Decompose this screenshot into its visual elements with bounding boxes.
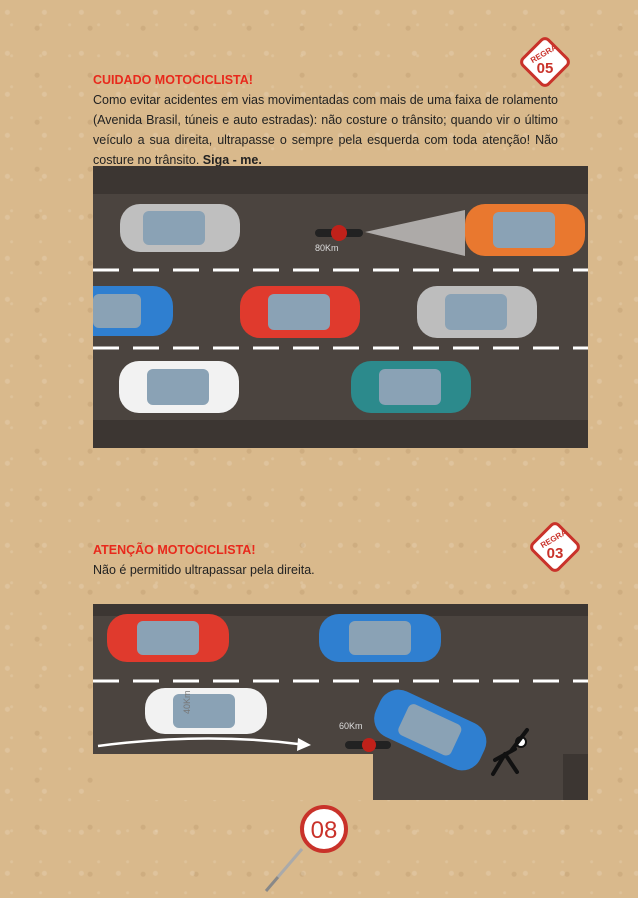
- page-number-text: 08: [311, 817, 338, 844]
- motorcycle-icon: [315, 225, 363, 241]
- car-white: [119, 361, 239, 413]
- road-illustration-right-pass: 40Km 60Km: [93, 604, 588, 800]
- pedestrian-icon: [491, 728, 529, 776]
- rule-05-text: CUIDADO MOTOCICLISTA! Como evitar aciden…: [93, 70, 558, 170]
- car-gray-right: [417, 286, 537, 338]
- car-speed-label: 40Km: [182, 690, 192, 714]
- badge-number: 05: [537, 60, 554, 77]
- rule-03-paragraph: Não é permitido ultrapassar pela direita…: [93, 563, 315, 577]
- car-teal: [351, 361, 471, 413]
- car-red: [240, 286, 360, 338]
- page-number: 08: [260, 805, 350, 893]
- rule-03-title: ATENÇÃO MOTOCICLISTA!: [93, 543, 256, 557]
- motorcycle-speed-label: 80Km: [315, 243, 339, 253]
- rule-05-body: Como evitar acidentes em vias movimentad…: [93, 93, 558, 167]
- road-illustration-multilane: 80Km: [93, 166, 588, 448]
- car-red-top: [107, 614, 229, 662]
- motorcycle-speed-label: 60Km: [339, 721, 363, 731]
- rule-05-title: CUIDADO MOTOCICLISTA!: [93, 73, 253, 87]
- rule-03-badge: REGRA 03: [528, 520, 582, 574]
- motorcycle-icon: [345, 738, 391, 752]
- car-gray-top: [120, 204, 240, 252]
- car-orange: [465, 204, 585, 256]
- car-blue-left: [93, 286, 173, 336]
- car-blue-top: [319, 614, 441, 662]
- car-blue-crashed: [374, 689, 487, 771]
- badge-number: 03: [547, 545, 564, 562]
- rule-03-text: ATENÇÃO MOTOCICLISTA! Não é permitido ul…: [93, 540, 558, 580]
- car-white-lower: [145, 688, 267, 734]
- rule-05-badge: REGRA 05: [518, 35, 572, 89]
- rule-05-emphasis: Siga - me.: [202, 153, 262, 167]
- rule-05-paragraph: Como evitar acidentes em vias movimentad…: [93, 90, 558, 170]
